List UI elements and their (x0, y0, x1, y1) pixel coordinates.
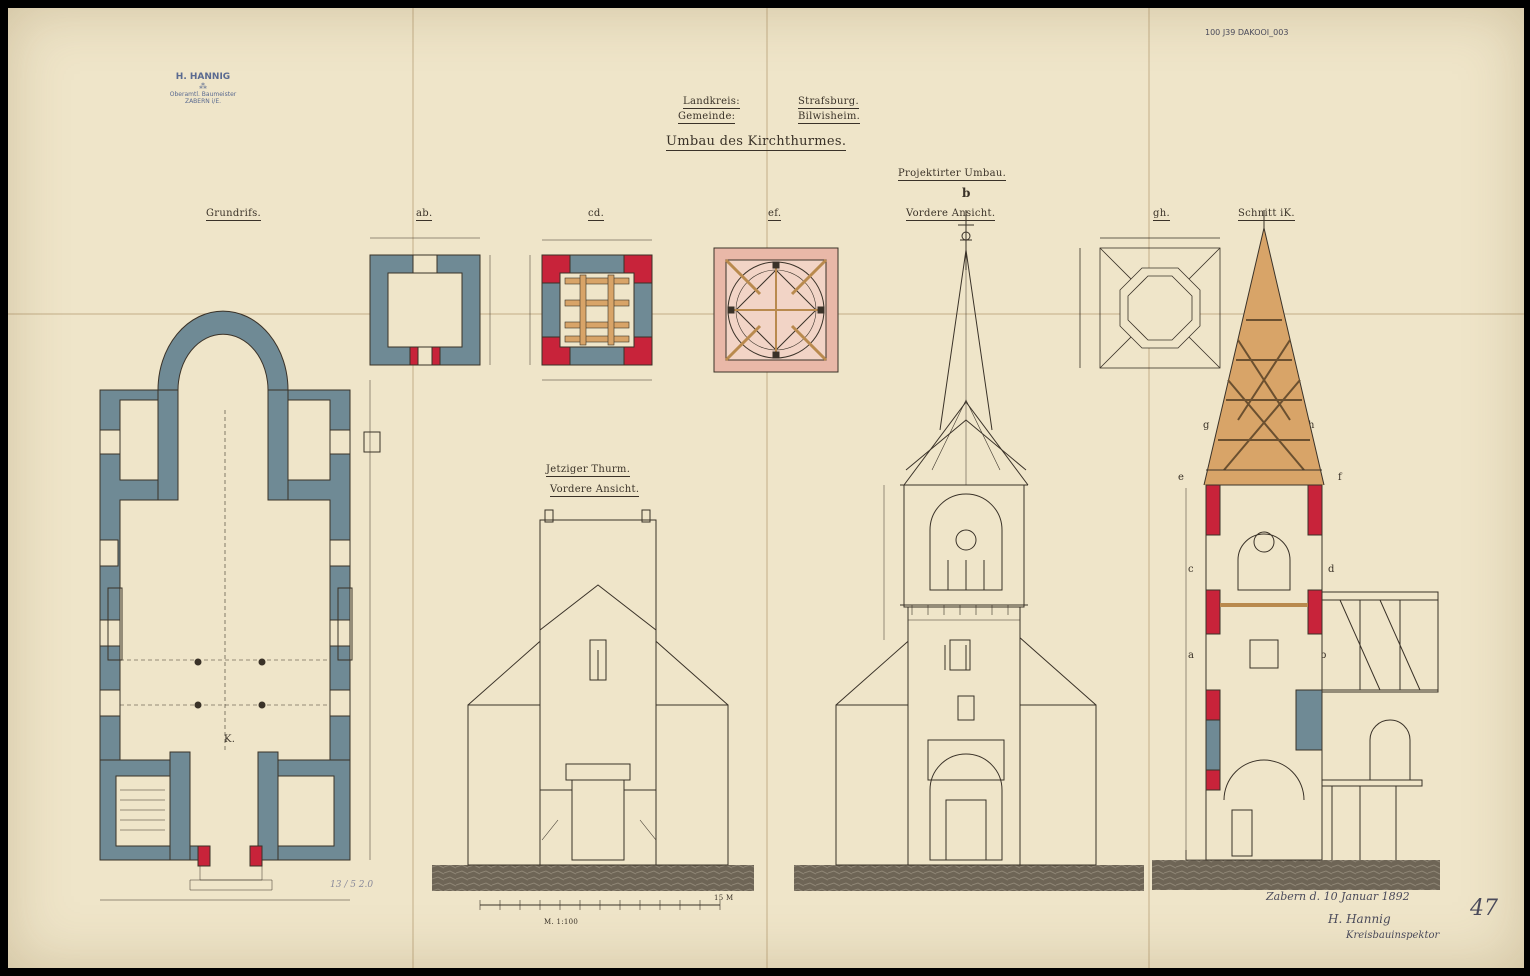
stamp-name: H. HANNIG (175, 72, 231, 82)
section-letter-f: f (1338, 472, 1343, 483)
section-letter-c: c (1188, 564, 1194, 575)
stamp-place: ZABERN i/E. (184, 98, 222, 105)
kreis-value: Strafsburg. (798, 96, 859, 109)
pencil-note: 13 / 5 2.0 (330, 880, 374, 890)
section-letter-b2: b (1320, 650, 1327, 661)
grundriss-heading: Grundrifs. (206, 208, 262, 221)
section-letter-d: d (1328, 564, 1335, 575)
fold-line (766, 8, 768, 968)
scale-label: M. 1:100 (544, 918, 579, 926)
fold-line (412, 8, 414, 968)
schnitt-heading: Schnitt iK. (1238, 208, 1295, 221)
section-gh-heading: gh. (1153, 208, 1170, 221)
section-letter-a: a (1188, 650, 1195, 661)
fold-line (1148, 8, 1150, 968)
sheet-number: 47 (1470, 896, 1498, 921)
current-front-heading: Vordere Ansicht. (550, 484, 640, 497)
gemeinde-value: Bilwisheim. (798, 111, 861, 124)
section-marker-b: b (962, 186, 971, 200)
section-letter-h: h (1308, 420, 1315, 431)
drawing-sheet: H. HANNIG ⁂ Oberamtl. Baumeister ZABERN … (8, 8, 1524, 968)
section-letter-e: e (1178, 472, 1185, 483)
section-letter-g: g (1203, 420, 1210, 431)
scale-end: 15 M (714, 894, 734, 902)
signature-note: Kreisbauinspektor (1346, 930, 1440, 941)
architect-stamp: H. HANNIG ⁂ Oberamtl. Baumeister ZABERN … (158, 72, 248, 105)
section-cd-heading: cd. (588, 208, 605, 221)
fold-line (8, 313, 1524, 315)
section-letter-k: K. (224, 734, 236, 745)
section-ef-heading: ef. (768, 208, 782, 221)
projected-heading: Projektirter Umbau. (898, 168, 1007, 181)
current-tower-heading: Jetziger Thurm. (546, 464, 631, 477)
section-ab-heading: ab. (416, 208, 433, 221)
gemeinde-label: Gemeinde: (678, 111, 736, 124)
front-view-heading: Vordere Ansicht. (906, 208, 996, 221)
drawing-title: Umbau des Kirchthurmes. (666, 134, 847, 151)
archive-reference: 100 J39 DAKOOI_003 (1205, 28, 1289, 37)
signature-name: H. Hannig (1328, 912, 1391, 926)
stamp-role: Oberamtl. Baumeister (169, 91, 237, 98)
signature-date: Zabern d. 10 Januar 1892 (1266, 890, 1410, 903)
kreis-label: Landkreis: (683, 96, 740, 109)
